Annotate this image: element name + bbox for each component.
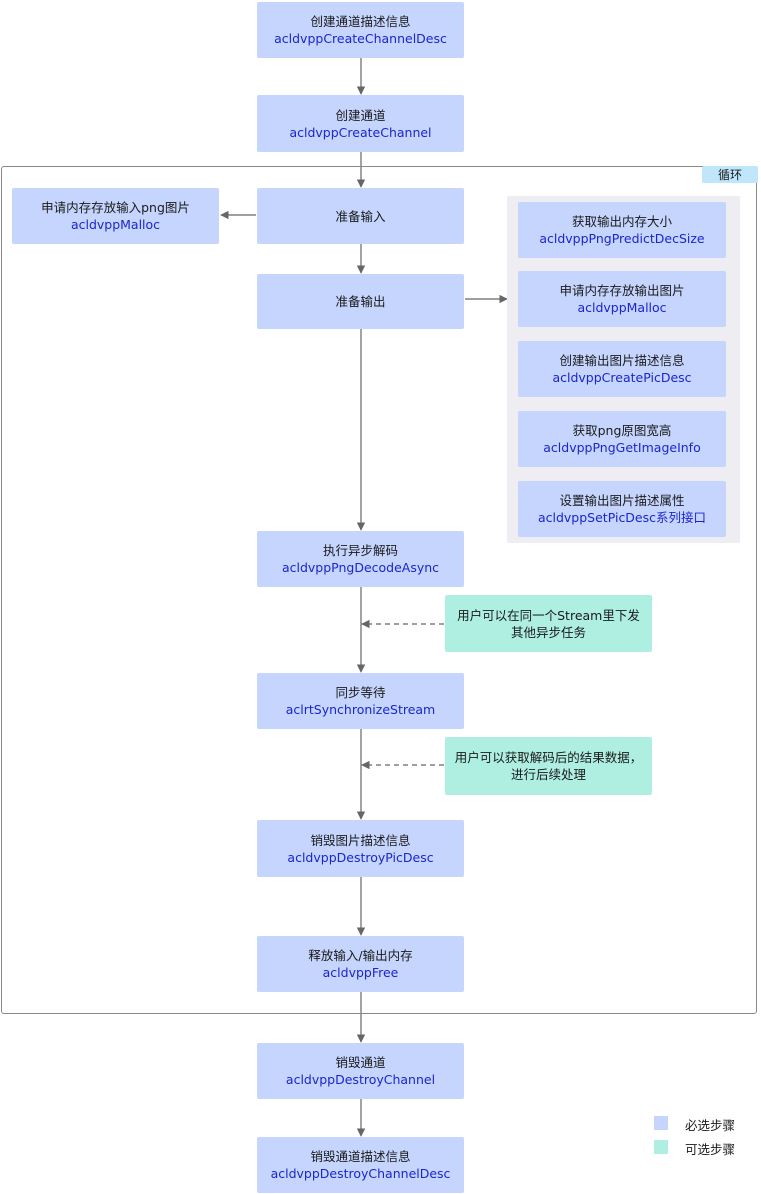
step-api: acldvppPngDecodeAsync [281,560,440,575]
legend-required-label: 必选步骤 [685,1118,736,1133]
note-line-2: 进行后续处理 [510,767,586,782]
step-api: acldvppFree [322,965,399,980]
step-api: acldvppMalloc [70,217,161,232]
step-api: acldvppPngPredictDecSize [539,231,705,246]
note-line-2: 其他异步任务 [510,624,586,640]
step-title: 销毁通道描述信息 [310,1149,411,1164]
step-title: 准备输出 [335,294,386,309]
legend-optional-swatch [654,1140,668,1154]
step-get-image-info: 获取png原图宽高 acldvppPngGetImageInfo [518,411,726,467]
step-free-memory: 释放输入/输出内存 acldvppFree [257,936,464,992]
step-prepare-input: 准备输入 [257,188,464,244]
note-get-result: 用户可以获取解码后的结果数据， 进行后续处理 [445,737,652,795]
step-title: 销毁图片描述信息 [310,832,411,848]
step-destroy-pic-desc: 销毁图片描述信息 acldvppDestroyPicDesc [257,820,464,877]
legend-required-swatch [654,1116,668,1130]
step-title: 创建输出图片描述信息 [559,353,685,368]
step-api: acldvppCreateChannel [289,124,432,140]
legend-optional-label: 可选步骤 [685,1142,736,1157]
step-malloc-output: 申请内存存放输出图片 acldvppMalloc [518,271,726,327]
note-line-1: 用户可以在同一个Stream里下发 [457,607,640,623]
step-api: acldvppCreatePicDesc [552,370,692,385]
step-api: acldvppMalloc [577,300,667,315]
step-title: 创建通道描述信息 [310,14,411,29]
step-title: 准备输入 [335,208,386,224]
step-prepare-output: 准备输出 [257,274,464,329]
step-sync-stream: 同步等待 aclrtSynchronizeStream [257,673,464,729]
step-title: 同步等待 [335,685,386,700]
step-title: 销毁通道 [335,1055,386,1070]
step-title: 获取png原图宽高 [572,423,672,438]
step-create-channel: 创建通道 acldvppCreateChannel [257,95,464,152]
step-api: acldvppDestroyPicDesc [287,849,434,865]
note-line-1: 用户可以获取解码后的结果数据， [454,750,643,765]
step-api: acldvppDestroyChannelDesc [270,1166,451,1181]
step-title: 设置输出图片描述属性 [559,493,685,508]
loop-frame [1,166,757,1014]
step-title: 申请内存存放输入png图片 [41,200,190,215]
step-destroy-channel-desc: 销毁通道描述信息 acldvppDestroyChannelDesc [257,1137,464,1193]
step-predict-size: 获取输出内存大小 acldvppPngPredictDecSize [518,202,726,258]
step-decode-async: 执行异步解码 acldvppPngDecodeAsync [257,531,464,587]
step-api: acldvppCreateChannelDesc [274,31,447,46]
step-set-pic-desc: 设置输出图片描述属性 acldvppSetPicDesc系列接口 [518,481,726,537]
step-title: 获取输出内存大小 [571,214,672,229]
loop-label: 循环 [702,166,758,183]
step-api: acldvppPngGetImageInfo [543,440,701,455]
step-title: 执行异步解码 [322,543,398,558]
step-title: 创建通道 [335,107,386,123]
step-create-pic-desc: 创建输出图片描述信息 acldvppCreatePicDesc [518,341,726,397]
step-api: aclrtSynchronizeStream [285,702,436,717]
step-destroy-channel: 销毁通道 acldvppDestroyChannel [257,1043,464,1099]
step-malloc-input: 申请内存存放输入png图片 acldvppMalloc [12,188,219,244]
step-title: 释放输入/输出内存 [308,948,413,963]
step-title: 申请内存存放输出图片 [559,283,685,298]
step-api: acldvppDestroyChannel [285,1072,436,1087]
step-api: acldvppSetPicDesc系列接口 [537,510,707,525]
note-other-tasks: 用户可以在同一个Stream里下发 其他异步任务 [445,595,652,652]
step-create-channel-desc: 创建通道描述信息 acldvppCreateChannelDesc [257,2,464,58]
